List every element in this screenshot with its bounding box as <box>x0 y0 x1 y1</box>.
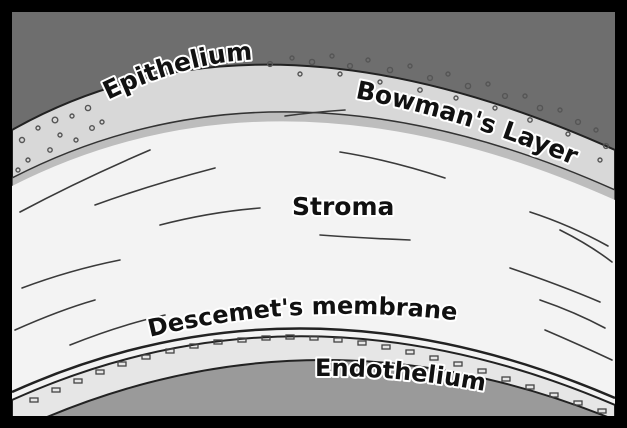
label-stroma: Stroma <box>292 192 394 221</box>
